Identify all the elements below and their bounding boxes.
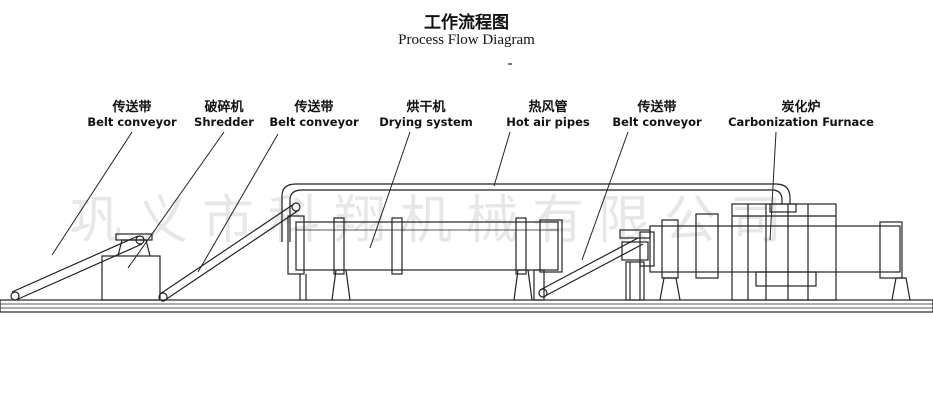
label-en: Carbonization Furnace	[728, 115, 874, 129]
label-cn: 破碎机	[204, 100, 244, 115]
label-en: Hot air pipes	[506, 115, 590, 129]
drying-drum	[287, 215, 563, 301]
label-cn: 传送带	[112, 100, 152, 115]
label-cn: 热风管	[528, 100, 568, 115]
label-en: Belt conveyor	[269, 115, 359, 129]
diagram-title-en: Process Flow Diagram	[398, 32, 535, 48]
label-cn: 传送带	[294, 100, 334, 115]
carbonization-furnace	[639, 203, 911, 301]
label-en: Shredder	[194, 115, 254, 129]
label-en: Drying system	[379, 115, 473, 129]
label-carbonization-furnace: 炭化炉 Carbonization Furnace	[718, 100, 884, 129]
shredder-machine	[101, 233, 161, 301]
hot-air-pipe	[281, 183, 797, 242]
label-hot-air-pipes: 热风管 Hot air pipes	[500, 100, 596, 129]
belt-conveyor-3	[538, 229, 651, 301]
label-belt-conveyor-3: 传送带 Belt conveyor	[607, 100, 707, 129]
ground	[0, 299, 933, 313]
label-cn: 炭化炉	[781, 100, 821, 115]
belt-conveyor-2	[158, 202, 301, 302]
label-cn: 烘干机	[406, 100, 446, 115]
label-belt-conveyor-1: 传送带 Belt conveyor	[82, 100, 182, 129]
label-en: Belt conveyor	[87, 115, 177, 129]
label-belt-conveyor-2: 传送带 Belt conveyor	[264, 100, 364, 129]
label-cn: 传送带	[637, 100, 677, 115]
leader-lines	[51, 131, 777, 273]
label-shredder: 破碎机 Shredder	[188, 100, 260, 129]
belt-conveyor-1	[10, 235, 145, 301]
label-drying-system: 烘干机 Drying system	[374, 100, 478, 129]
label-en: Belt conveyor	[612, 115, 702, 129]
diagram-title-cn: 工作流程图	[424, 13, 509, 33]
